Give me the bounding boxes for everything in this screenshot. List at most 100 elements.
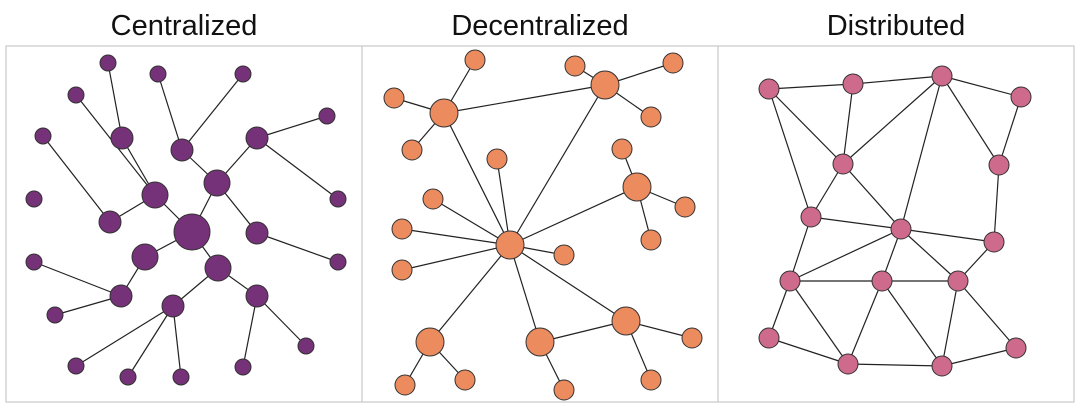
centralized-edge: [33, 261, 122, 297]
distributed-edge: [900, 228, 959, 282]
centralized-node: [329, 190, 347, 208]
decentralized-node: [486, 148, 508, 170]
decentralized-node: [611, 306, 641, 336]
distributed-edge: [768, 83, 854, 90]
centralized-edge: [42, 135, 111, 223]
distributed-edge: [941, 75, 1000, 166]
decentralized-node: [394, 374, 416, 396]
decentralized-node: [681, 327, 703, 349]
centralized-node: [34, 127, 52, 145]
distributed-edge: [789, 280, 849, 365]
decentralized-node: [525, 327, 555, 357]
distributed-node: [758, 327, 780, 349]
centralized-node: [67, 357, 85, 375]
distributed-node: [947, 270, 969, 292]
decentralized-node: [640, 369, 662, 391]
centralized-edge: [157, 73, 183, 151]
decentralized-edge: [443, 84, 606, 114]
distributed-node: [800, 206, 822, 228]
decentralized-node: [553, 244, 575, 266]
decentralized-edge: [401, 244, 511, 271]
decentralized-edge: [432, 198, 511, 246]
centralized-edge: [242, 295, 258, 368]
distributed-network: [758, 65, 1032, 377]
decentralized-node: [640, 229, 662, 251]
distributed-node: [832, 153, 854, 175]
decentralized-node: [553, 379, 575, 401]
distributed-edge: [847, 363, 943, 367]
centralized-node: [149, 65, 167, 83]
decentralized-node: [454, 369, 476, 391]
centralized-node: [173, 213, 211, 251]
outer-frame: [5, 45, 1075, 403]
distributed-edge: [768, 88, 844, 165]
distributed-edge: [842, 75, 943, 165]
centralized-node: [245, 126, 269, 150]
centralized-node: [170, 138, 194, 162]
centralized-node: [245, 221, 269, 245]
decentralized-node: [429, 98, 459, 128]
decentralized-edge: [509, 244, 627, 322]
decentralized-node: [611, 138, 633, 160]
centralized-node: [172, 368, 190, 386]
distributed-edge: [847, 280, 883, 365]
centralized-edge: [256, 295, 307, 347]
centralized-node: [25, 190, 43, 208]
distributed-node: [890, 218, 912, 240]
distributed-node: [931, 65, 953, 87]
distributed-edge: [768, 88, 812, 218]
centralized-node: [25, 253, 43, 271]
distributed-node: [983, 231, 1005, 253]
distributed-edge: [900, 75, 943, 230]
title-centralized: Centralized: [110, 10, 258, 42]
centralized-edge: [75, 305, 174, 367]
centralized-node: [99, 54, 117, 72]
distributed-node: [1010, 86, 1032, 108]
centralized-edge: [172, 305, 182, 378]
decentralized-edge: [429, 244, 511, 343]
decentralized-node: [401, 139, 423, 161]
distributed-edge: [941, 347, 1017, 367]
distributed-edge: [993, 164, 1000, 243]
centralized-node: [161, 294, 185, 318]
decentralized-network: [383, 49, 703, 401]
centralized-node: [204, 254, 232, 282]
distributed-edge: [900, 228, 995, 243]
centralized-edge: [107, 62, 123, 139]
decentralized-edge: [509, 84, 606, 246]
centralized-node: [98, 210, 122, 234]
decentralized-node: [383, 87, 405, 109]
distributed-node: [931, 355, 953, 377]
centralized-edge: [181, 73, 244, 151]
decentralized-node: [391, 218, 413, 240]
distributed-edge: [789, 216, 812, 282]
distributed-edge: [842, 163, 902, 230]
decentralized-node: [495, 230, 525, 260]
centralized-node: [234, 358, 252, 376]
centralized-node: [119, 368, 137, 386]
decentralized-edge: [443, 112, 511, 246]
distributed-edge: [881, 280, 943, 367]
centralized-network: [25, 54, 347, 386]
distributed-edge: [941, 75, 1022, 98]
distributed-node: [779, 270, 801, 292]
decentralized-edge: [539, 320, 627, 343]
centralized-node: [329, 253, 347, 271]
distributed-edge: [941, 280, 959, 367]
distributed-edge: [768, 337, 849, 365]
centralized-node: [318, 107, 336, 125]
centralized-node: [109, 284, 133, 308]
centralized-node: [46, 306, 64, 324]
distributed-edge: [842, 83, 854, 165]
decentralized-edge: [401, 228, 511, 246]
distributed-edge: [810, 216, 902, 230]
decentralized-node: [590, 70, 620, 100]
distributed-node: [842, 73, 864, 95]
centralized-node: [245, 284, 269, 308]
decentralized-node: [564, 55, 586, 77]
centralized-node: [203, 169, 231, 197]
centralized-edge: [127, 305, 174, 378]
distributed-edge: [998, 96, 1022, 166]
decentralized-edge: [509, 186, 638, 246]
